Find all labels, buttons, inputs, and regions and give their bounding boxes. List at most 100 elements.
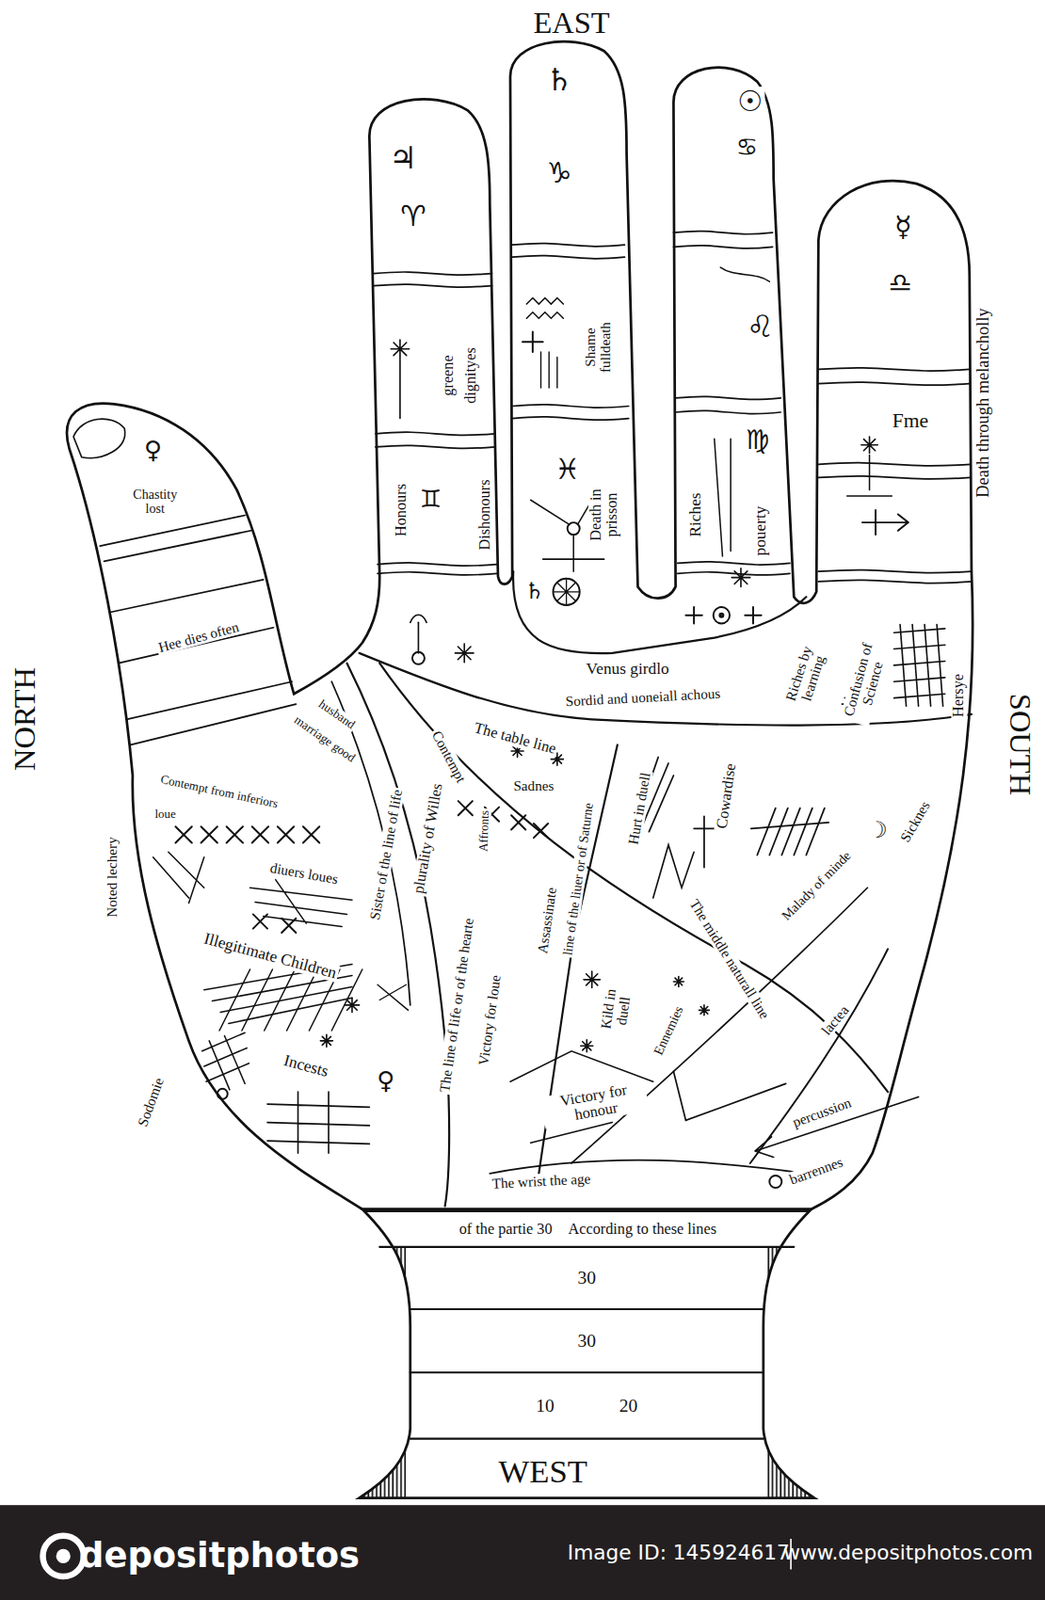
compass-label: NORTH: [8, 665, 41, 773]
cross-mark: [277, 826, 294, 843]
star-mark: [390, 339, 410, 359]
mars-arrow: [862, 510, 909, 535]
finger-crease: [375, 432, 496, 435]
palm-reading: Shame fulldeath: [582, 308, 613, 386]
finger-crease: [673, 245, 772, 249]
wrist-line: [489, 1160, 806, 1174]
wrist-outline: [359, 1209, 815, 1499]
palm-reading: pouerty: [751, 503, 769, 558]
sister-line: [331, 681, 410, 1006]
finger-crease: [675, 410, 782, 414]
cross-mark: [281, 918, 296, 933]
star-mark: [320, 1034, 333, 1047]
zigzag-mark: [526, 298, 563, 320]
finger-mark: [720, 267, 770, 282]
thumb-crease: [104, 530, 252, 563]
star-mark: [673, 977, 684, 988]
finger-mark: [418, 622, 420, 654]
zodiac-symbol: ♋: [734, 135, 760, 161]
barrenness-circle: [769, 1175, 782, 1189]
zodiac-symbol: ♈: [398, 201, 428, 232]
thumb-crease: [110, 579, 264, 613]
grid-mark: [267, 1092, 370, 1154]
mercury-circle: [412, 652, 425, 665]
watermark-url: www.depositphotos.com: [781, 1542, 1035, 1564]
band-number: According to these lines: [566, 1221, 720, 1239]
palm-reading: Sodomie: [134, 1074, 168, 1131]
palm-reading: Affronts: [476, 808, 491, 854]
wrist-band-line: [379, 1246, 794, 1249]
palm-reading: Dishonours: [477, 478, 494, 553]
sun-circle: [720, 613, 724, 617]
palm-reading: loue: [152, 807, 177, 821]
planet-symbol: ♀: [142, 437, 164, 464]
zodiac-symbol: ♌: [744, 310, 776, 343]
finger-crease: [512, 417, 629, 420]
wrist-band-line: [410, 1371, 764, 1374]
thumb-crease: [126, 681, 292, 720]
finger-crease: [373, 284, 493, 288]
star-mark: [731, 568, 751, 588]
wrist-shading: [767, 1247, 827, 1503]
grid-mark: [202, 1032, 250, 1091]
finger-crease: [818, 368, 969, 371]
finger-crease: [377, 572, 498, 576]
planet-symbol: ♄: [522, 579, 547, 604]
compass-label: EAST: [530, 6, 611, 39]
liver-line: [571, 887, 868, 1164]
palm-stroke: [377, 984, 409, 1011]
finger-crease: [512, 404, 629, 408]
cross-mark: [252, 826, 269, 843]
grid-mark: [894, 628, 946, 633]
palm-reading: dignityes: [463, 345, 480, 406]
grid-mark: [894, 661, 946, 666]
finger-crease: [818, 570, 972, 574]
finger-crease: [818, 476, 971, 480]
palm-reading: Hersye: [950, 672, 967, 720]
image-id: Image ID: 145924617: [565, 1542, 792, 1564]
finger-crease: [673, 231, 772, 235]
grid-mark: [241, 969, 274, 1031]
wrist-band-line: [410, 1438, 764, 1441]
band-number: 10: [533, 1396, 557, 1416]
zodiac-symbol: ♍: [743, 426, 772, 455]
finger-crease: [677, 562, 790, 565]
palm-reading: Fme: [890, 409, 932, 432]
planet-symbol: ☉: [735, 86, 765, 117]
finger-crease: [818, 579, 972, 583]
plus-mark: [685, 607, 702, 624]
star-mark: [344, 997, 359, 1013]
wrist-band: 1020: [412, 1376, 762, 1436]
thumb-crease: [99, 515, 245, 547]
zodiac-symbol: ♑: [544, 158, 574, 189]
planet-symbol: ☿: [892, 211, 915, 242]
finger-crease: [375, 445, 496, 449]
finger-crease: [675, 396, 782, 400]
compass-label: SOUTH: [1004, 691, 1037, 798]
grid-mark: [894, 677, 946, 682]
grid-mark: [264, 969, 296, 1031]
cross-mark: [533, 823, 548, 838]
logo-mark: [56, 1549, 71, 1564]
footer-bar: [0, 1505, 1045, 1600]
finger-mark: [399, 359, 402, 419]
grid-mark: [894, 693, 946, 698]
cross-mark: [511, 815, 526, 830]
watermark-logo: depositphotos: [77, 1538, 362, 1576]
finger-crease: [818, 463, 971, 467]
thumb-nail: [73, 418, 126, 458]
wheel-mark: [553, 578, 580, 606]
tally-mark: [805, 808, 825, 856]
planet-symbol: ♀: [374, 1068, 397, 1094]
palm-reading: Sadnes: [511, 778, 556, 794]
cross-mark: [303, 826, 320, 843]
zodiac-symbol: ♓: [552, 454, 582, 485]
girdle-of-venus: [513, 571, 806, 654]
compass-label: WEST: [496, 1455, 589, 1490]
star-mark: [861, 436, 878, 453]
finger-crease: [512, 243, 625, 247]
band-number: 30: [576, 1331, 599, 1351]
palm-stroke: [153, 852, 205, 903]
star-mark: [580, 1040, 594, 1053]
